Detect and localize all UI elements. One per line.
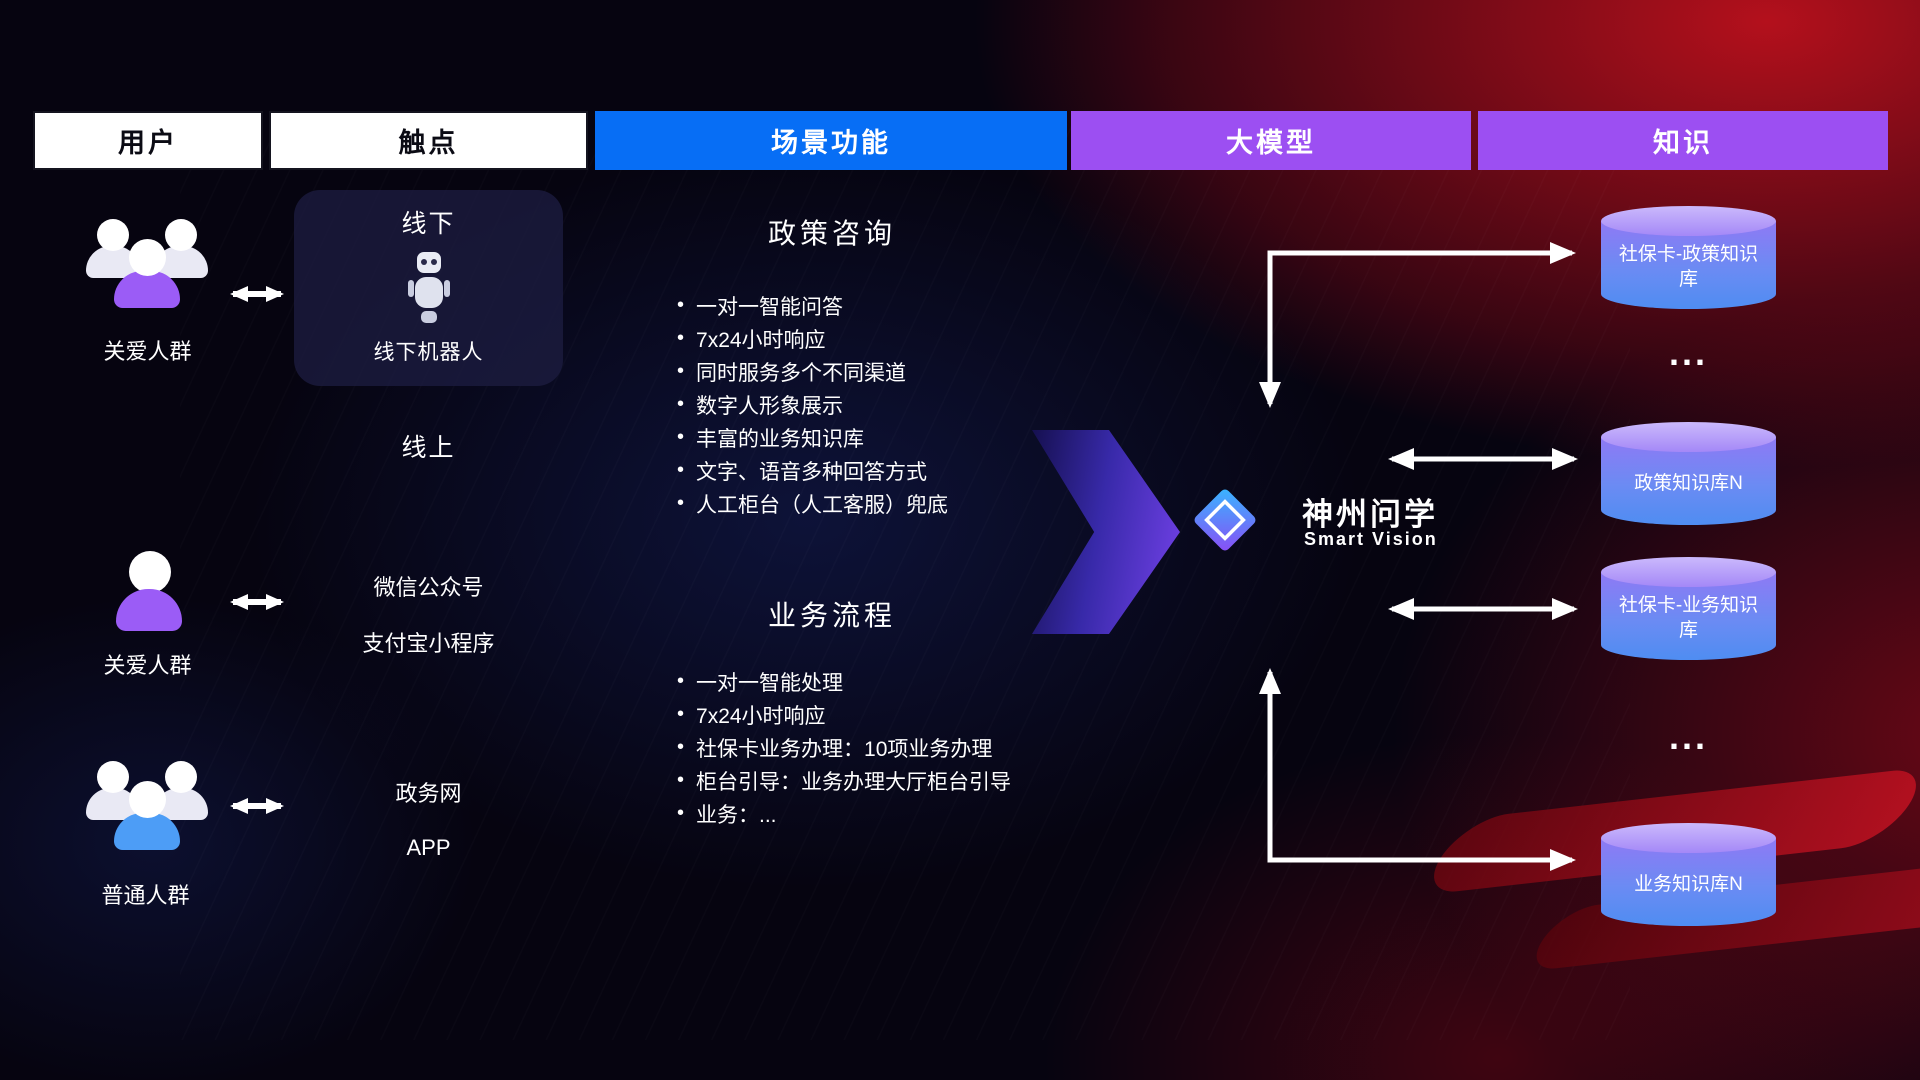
touchpoint-app: APP: [406, 835, 451, 860]
general-group-label: 普通人群: [101, 883, 190, 908]
business-item: 业务：...: [677, 797, 1011, 830]
business-item: 7x24小时响应: [677, 698, 1011, 731]
touchpoint-gov: 政务网: [395, 781, 462, 806]
kb-policy-n: 政策知识库N: [1601, 422, 1776, 525]
model-name: 神州问学: [1302, 497, 1438, 532]
robot-icon: [407, 252, 450, 323]
policy-item: 7x24小时响应: [677, 322, 948, 355]
business-list: 一对一智能处理 7x24小时响应 社保卡业务办理：10项业务办理 柜台引导：业务…: [677, 665, 1011, 830]
offline-title: 线下: [401, 210, 456, 238]
header-users: 用户: [33, 111, 263, 170]
business-item: 柜台引导：业务办理大厅柜台引导: [677, 764, 1011, 797]
ellipsis: ...: [1668, 332, 1708, 373]
policy-item: 文字、语音多种回答方式: [677, 454, 948, 487]
policy-item: 丰富的业务知识库: [677, 421, 948, 454]
header-scene-functions: 场景功能: [595, 111, 1067, 170]
care-group-label: 关爱人群: [103, 339, 192, 364]
business-item: 一对一智能处理: [677, 665, 1011, 698]
kb-business-n: 业务知识库N: [1601, 823, 1776, 926]
care-group-icon: [86, 211, 208, 313]
header-touchpoints: 触点: [269, 111, 588, 170]
smart-vision-logo-icon: [1188, 483, 1262, 557]
policy-section-title: 政策咨询: [767, 218, 896, 249]
kb-ssc-business: 社保卡-业务知识库: [1601, 557, 1776, 660]
care-person-label: 关爱人群: [103, 653, 192, 678]
person-front-icon: [114, 781, 180, 850]
online-title: 线上: [401, 434, 456, 462]
header-large-model: 大模型: [1071, 111, 1471, 170]
policy-item: 同时服务多个不同渠道: [677, 355, 948, 388]
policy-item: 人工柜台（人工客服）兜底: [677, 487, 948, 520]
policy-item: 数字人形象展示: [677, 388, 948, 421]
general-group-icon: [86, 753, 208, 855]
kb-ssc-policy: 社保卡-政策知识库: [1601, 206, 1776, 309]
offline-robot-card: 线下 线下机器人: [294, 190, 563, 386]
touchpoint-alipay: 支付宝小程序: [362, 631, 495, 656]
touchpoint-wechat: 微信公众号: [373, 575, 484, 600]
business-item: 社保卡业务办理：10项业务办理: [677, 731, 1011, 764]
ellipsis: ...: [1668, 716, 1708, 757]
care-person-icon: [116, 551, 184, 651]
business-section-title: 业务流程: [767, 600, 896, 631]
offline-robot-label: 线下机器人: [373, 341, 484, 364]
header-knowledge: 知识: [1478, 111, 1888, 170]
person-front-icon: [114, 239, 180, 308]
model-subtitle: Smart Vision: [1304, 529, 1438, 549]
policy-list: 一对一智能问答 7x24小时响应 同时服务多个不同渠道 数字人形象展示 丰富的业…: [677, 289, 948, 520]
policy-item: 一对一智能问答: [677, 289, 948, 322]
